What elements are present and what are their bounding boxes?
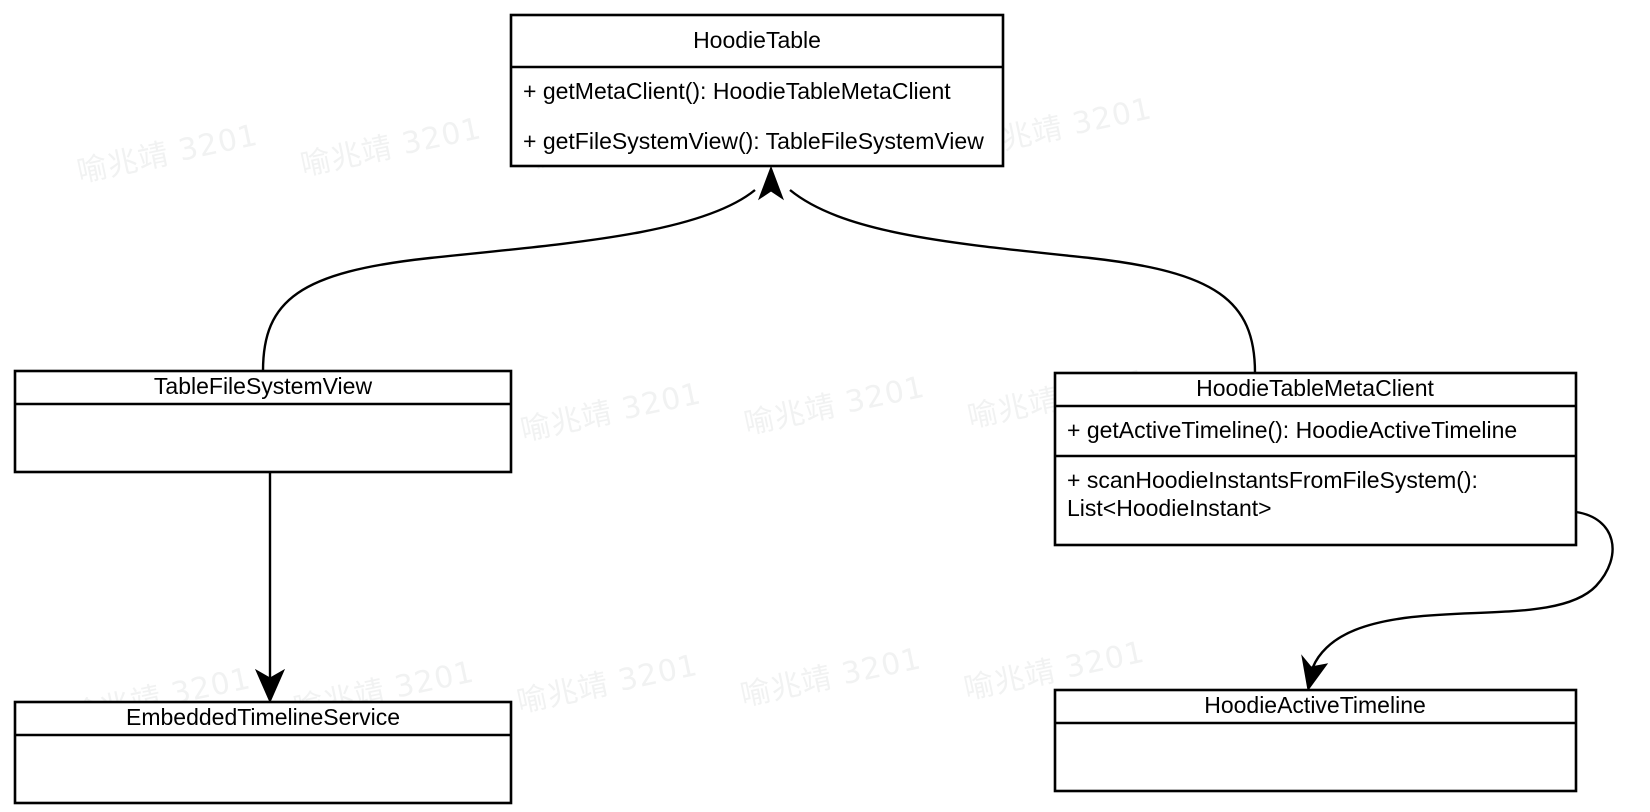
arrowhead-into-hoodie-active-timeline xyxy=(1301,654,1329,692)
class-box-hoodie-table-meta-client[interactable]: HoodieTableMetaClient + getActiveTimelin… xyxy=(1053,371,1578,547)
class-name-label: HoodieTableMetaClient xyxy=(1196,375,1434,401)
class-box-outline xyxy=(509,13,1005,168)
relation-hoodie-table-meta-client-to-hoodie-active-timeline xyxy=(1311,510,1614,668)
class-name-label: TableFileSystemView xyxy=(154,373,373,399)
class-box-table-file-system-view[interactable]: TableFileSystemView xyxy=(13,369,513,474)
class-member-label: + getActiveTimeline(): HoodieActiveTimel… xyxy=(1067,417,1517,443)
arrowhead-into-embedded-timeline-service xyxy=(254,668,286,704)
class-box-outline xyxy=(1053,688,1578,793)
watermark-text: 喻兆靖 3201 xyxy=(517,376,704,448)
class-member-label: + getMetaClient(): HoodieTableMetaClient xyxy=(523,78,951,104)
class-name-label: HoodieTable xyxy=(693,27,821,53)
relation-table-file-system-view-to-hoodie-table xyxy=(261,189,756,372)
class-box-outline xyxy=(13,700,513,805)
class-box-embedded-timeline-service[interactable]: EmbeddedTimelineService xyxy=(13,700,513,805)
relations-layer: HoodieTable (curved, merges at arrowhead… xyxy=(254,165,1614,704)
class-box-outline xyxy=(1053,371,1578,547)
watermark-text: 喻兆靖 3201 xyxy=(514,648,701,720)
class-box-outline xyxy=(13,369,513,474)
class-member-label: + getFileSystemView(): TableFileSystemVi… xyxy=(523,128,984,154)
watermark-text: 喻兆靖 3201 xyxy=(298,111,485,183)
class-member-label-wrapped: + scanHoodieInstantsFromFileSystem():Lis… xyxy=(1067,467,1478,521)
arrowhead-into-hoodie-table xyxy=(757,165,785,201)
class-name-label: EmbeddedTimelineService xyxy=(126,704,400,730)
watermark-text: 喻兆靖 3201 xyxy=(737,641,924,713)
class-name-label: HoodieActiveTimeline xyxy=(1204,692,1426,718)
class-box-hoodie-active-timeline[interactable]: HoodieActiveTimeline xyxy=(1053,688,1578,793)
watermark-text: 喻兆靖 3201 xyxy=(74,118,261,190)
class-box-hoodie-table[interactable]: HoodieTable + getMetaClient(): HoodieTab… xyxy=(509,13,1005,168)
watermark-text: 喻兆靖 3201 xyxy=(741,370,928,442)
relation-hoodie-table-meta-client-to-hoodie-table xyxy=(789,189,1257,374)
